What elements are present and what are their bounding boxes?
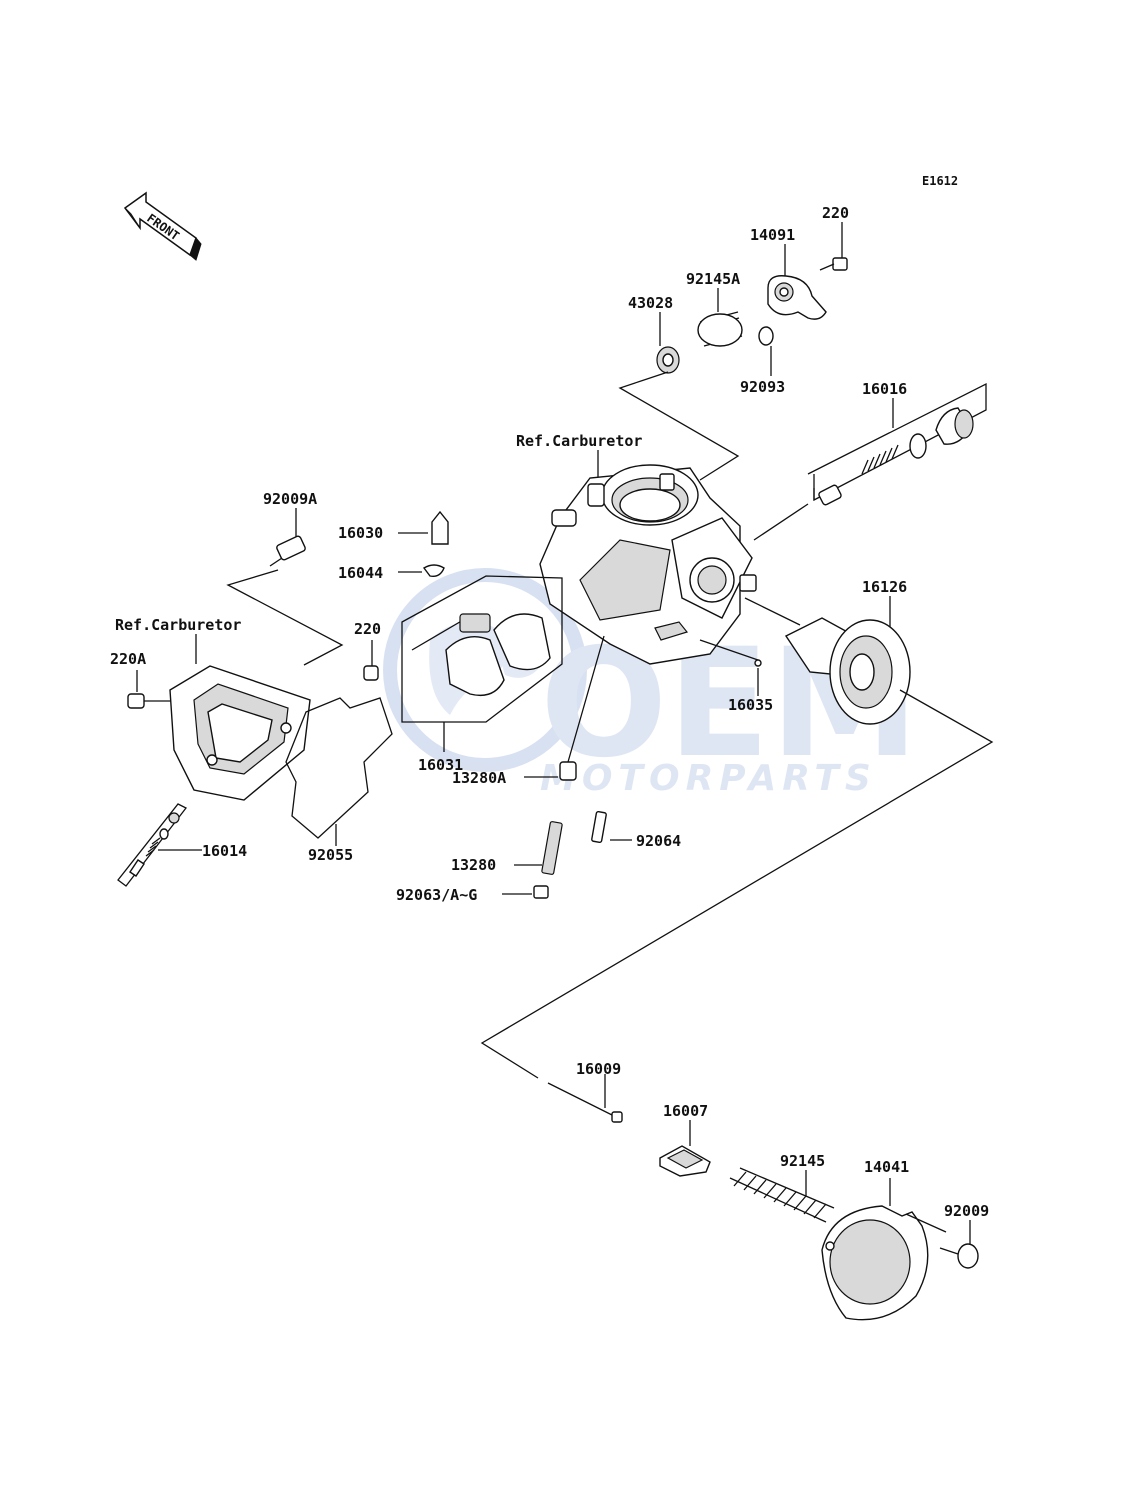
leader-bottom-group: [480, 689, 994, 1079]
leader-92009A-group: [226, 569, 344, 666]
label-16014: 16014: [202, 842, 247, 860]
carburetor-body: [539, 464, 757, 665]
label-16044: 16044: [338, 564, 383, 582]
spring-92145A: [697, 288, 743, 347]
label-16030: 16030: [338, 524, 383, 542]
part-16035: [699, 639, 762, 696]
label-92063: 92063/A~G: [396, 886, 477, 904]
label-43028: 43028: [628, 294, 673, 312]
clip-16044: 16044: [338, 564, 445, 582]
spring-92145: [729, 1167, 835, 1223]
label-ref-carburetor-left: Ref.Carburetor: [115, 616, 241, 634]
main-jet-92063: [502, 885, 549, 899]
label-13280A: 13280A: [452, 769, 506, 787]
label-16009: 16009: [576, 1060, 621, 1078]
label-92009: 92009: [944, 1202, 989, 1220]
label-ref-carburetor-right: Ref.Carburetor: [516, 432, 642, 450]
label-16031: 16031: [418, 756, 463, 774]
label-92064: 92064: [636, 832, 681, 850]
leader-top-group: [618, 371, 740, 481]
label-14091: 14091: [750, 226, 795, 244]
part-43028: [656, 312, 680, 374]
holder-16007: [659, 1120, 711, 1177]
label-92055: 92055: [308, 846, 353, 864]
screw-220A: 220A: [110, 650, 176, 709]
kit-16014: [117, 803, 202, 887]
screw-92009A: 92009A: [263, 490, 317, 567]
label-16007: 16007: [663, 1102, 708, 1120]
label-92093: 92093: [740, 378, 785, 396]
label-14041: 14041: [864, 1158, 909, 1176]
gasket-92055: [285, 697, 393, 846]
label-220A: 220A: [110, 650, 146, 668]
oring-92093: [758, 326, 774, 376]
label-220-top: 220: [822, 204, 849, 222]
jet-13280A: [524, 635, 605, 781]
label-92145: 92145: [780, 1152, 825, 1170]
needle-16009: [547, 1074, 623, 1123]
screw-220-top: [819, 222, 848, 271]
float-bowl: [169, 665, 311, 801]
needle-valve-16030: 16030: [338, 510, 449, 545]
label-92145A: 92145A: [686, 270, 740, 288]
screw-220-mid: 220: [354, 620, 381, 681]
front-arrow-icon: FRONT: [123, 191, 202, 261]
cover-14041: [821, 1178, 947, 1321]
label-92009A: 92009A: [263, 490, 317, 508]
needle-jet-13280: [514, 821, 563, 875]
watermark-tagline: MOTORPARTS: [540, 758, 877, 799]
float-16031: [401, 575, 563, 752]
leader-16126-carb: [744, 597, 801, 626]
label-16016: 16016: [862, 380, 907, 398]
label-16126: 16126: [862, 578, 907, 596]
diaphragm-16126: 16126: [784, 578, 911, 725]
label-220-mid: 220: [354, 620, 381, 638]
kit-16016: 16016: [753, 380, 987, 541]
part-92064: [591, 810, 632, 844]
label-16035: 16035: [728, 696, 773, 714]
diagram-code: E1612: [922, 174, 958, 188]
screw-92009: [939, 1220, 979, 1269]
part-14091-cover: [767, 244, 827, 320]
label-13280: 13280: [451, 856, 496, 874]
